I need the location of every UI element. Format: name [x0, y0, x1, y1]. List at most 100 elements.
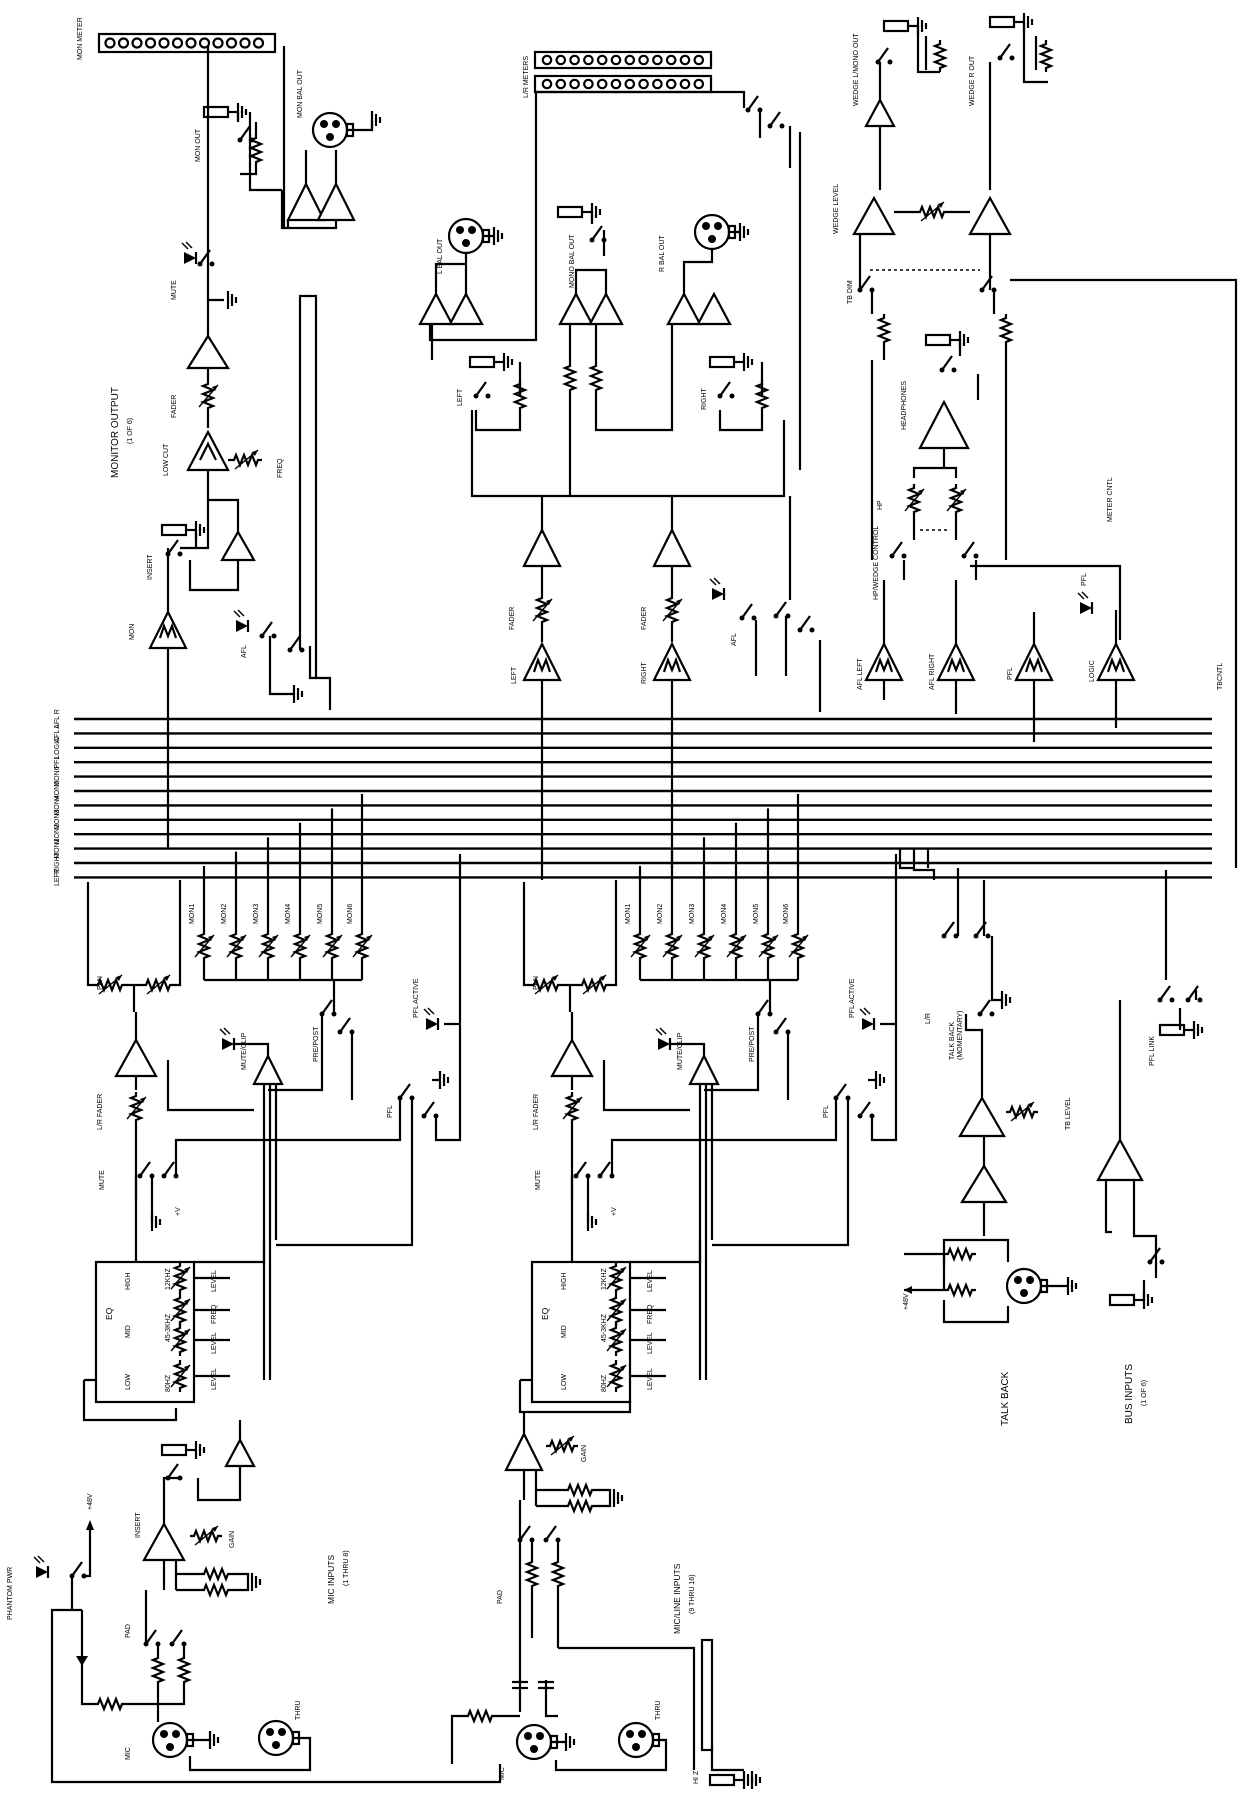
mon-meter-label: MON METER [77, 17, 84, 60]
master-fader-r-label: FADER [641, 607, 648, 630]
mic-inputs-sub: (1 THRU 8) [343, 1550, 350, 1586]
freq-label: FREQ [277, 458, 284, 478]
bus-label-10: RIGHT [54, 851, 61, 874]
pan-label: PAN [533, 976, 540, 990]
eq-label: EQ [540, 1307, 550, 1320]
mon-send-label-4: MON5 [317, 904, 324, 924]
mon-send-label-5: MON6 [783, 904, 790, 924]
pre-post-label: PRE/POST [749, 1026, 756, 1062]
eq-band-mid: MID [125, 1325, 132, 1338]
r-bal-out-label: R BAL OUT [659, 235, 666, 272]
ch-mute-label: MUTE [535, 1170, 542, 1190]
pfl-label: PFL [823, 1105, 830, 1118]
mon-bal-out-label: MON BAL OUT [297, 69, 304, 118]
wedge-pfl-label: PFL [1081, 573, 1088, 586]
talkback-plus48-label: +48V [903, 1293, 910, 1310]
eq-freq-mid: 45-3KHZ [601, 1313, 608, 1342]
eq-band-mid: MID [561, 1325, 568, 1338]
talkback-section: +48V L/R TALK BACK (MOMENTARY) TB LEVEL … [898, 848, 1078, 1426]
mon-out-label: MON OUT [195, 128, 202, 162]
tb-dim-label: TB DIM [847, 280, 854, 304]
left-label: LEFT [457, 388, 464, 406]
mon-fader-label: FADER [171, 395, 178, 418]
mon-send-label-3: MON4 [721, 904, 728, 924]
eq-ctrl-1: FREQ [647, 1304, 654, 1324]
monitor-output-title: MONITOR OUTPUT [110, 387, 121, 478]
master-fader-l-label: FADER [509, 607, 516, 630]
plus-v-label: +V [611, 1207, 618, 1216]
thru-label: THRU [655, 1701, 662, 1720]
bus-inputs-title: BUS INPUTS [1124, 1364, 1135, 1424]
hp-wedge-control-label: HP/WEDGE CONTROL [873, 526, 880, 600]
hi-z-label: HI Z [693, 1770, 700, 1784]
eq-band-low: LOW [561, 1374, 568, 1390]
mic-label: MIC [499, 1767, 506, 1780]
wedge-r-out-label: WEDGE R OUT [969, 55, 976, 106]
mon-send-label-0: MON1 [625, 904, 632, 924]
eq-ctrl-1: FREQ [211, 1304, 218, 1324]
lr-meters: L/R METERS [523, 50, 713, 98]
eq-ctrl-0: LEVEL [647, 1270, 654, 1292]
pfl-active-label: PFL ACTIVE [849, 978, 856, 1018]
mon-send-label-3: MON4 [285, 904, 292, 924]
lr-meters-label: L/R METERS [523, 56, 530, 98]
master-afl-label: AFL [731, 633, 738, 646]
mon-send-label-0: MON1 [189, 904, 196, 924]
pre-post-label: PRE/POST [313, 1026, 320, 1062]
bus-label-6: MON4 [54, 795, 61, 815]
gain-label: GAIN [581, 1445, 588, 1462]
bus-label-4: MON6 [54, 766, 61, 786]
pad-label: PAD [497, 1590, 504, 1604]
mon-send-label-1: MON2 [657, 904, 664, 924]
low-cut-label: LOW CUT [163, 443, 170, 476]
eq-band-high: HIGH [561, 1273, 568, 1291]
talkback-title: TALK BACK [1000, 1371, 1011, 1426]
lr-fader-label: L/R FADER [533, 1094, 540, 1130]
tbcntl-label: TBCNTL [1217, 663, 1224, 690]
mic-label: MIC [125, 1747, 132, 1760]
talkback-lr-label: L/R [925, 1013, 932, 1024]
phantom-pwr-label: PHANTOM PWR [7, 1567, 14, 1620]
eq-band-high: HIGH [125, 1273, 132, 1291]
mon-label: MON [129, 624, 136, 640]
eq-freq-high: 12KHZ [165, 1267, 172, 1290]
plus48-label: +48V [87, 1493, 94, 1510]
eq-freq-high: 12KHZ [601, 1267, 608, 1290]
gain-label: GAIN [229, 1531, 236, 1548]
mon-meter: MON METER [77, 17, 277, 60]
mute-clip-label: MUTE/CLIP [677, 1032, 684, 1070]
eq-ctrl-0: LEVEL [211, 1270, 218, 1292]
lr-fader-label: L/R FADER [97, 1094, 104, 1130]
meter-cntl-label: METER CNTL [1107, 477, 1114, 522]
bus-label-0: AFL R [54, 709, 61, 729]
mic-line-inputs-title: MIC/LINE INPUTS [672, 1563, 682, 1634]
talk-back-label: TALK BACK [949, 1022, 956, 1060]
eq-freq-low: 80HZ [165, 1374, 172, 1392]
eq-ctrl-2: LEVEL [647, 1332, 654, 1354]
eq-ctrl-3: LEVEL [647, 1368, 654, 1390]
mon-send-label-2: MON3 [253, 904, 260, 924]
afl-label: AFL [241, 645, 248, 658]
mon-send-label-4: MON5 [753, 904, 760, 924]
tb-level-label: TB LEVEL [1065, 1097, 1072, 1130]
mic-inputs-title: MIC INPUTS [326, 1555, 336, 1604]
logic-label: LOGIC [1089, 660, 1096, 682]
hp-label: HP [877, 500, 884, 510]
mono-bal-out-label: MONO BAL OUT [569, 234, 576, 288]
eq-label: EQ [104, 1307, 114, 1320]
headphones-label: HEADPHONES [901, 381, 908, 430]
wedge-headphone-section: WEDGE L/MONO OUT WEDGE R OUT WEDGE LEVEL… [833, 13, 1238, 868]
bus-label-11: LEFT [54, 868, 61, 886]
pfl-link-label: PFL LINK [1149, 1036, 1156, 1066]
monitor-output-section: MONITOR OUTPUT (1 OF 6) MON OUT MON BAL … [110, 46, 382, 848]
afl-left-label: AFL LEFT [857, 658, 864, 690]
bus-inputs-section: PFL LINK BUS INPUTS (1 OF 6) [1096, 870, 1204, 1424]
plus-v-label: +V [175, 1207, 182, 1216]
pan-label: PAN [97, 976, 104, 990]
thru-label: THRU [295, 1701, 302, 1720]
monitor-output-sub: (1 OF 6) [127, 418, 134, 444]
bus-label-7: MON3 [54, 810, 61, 830]
